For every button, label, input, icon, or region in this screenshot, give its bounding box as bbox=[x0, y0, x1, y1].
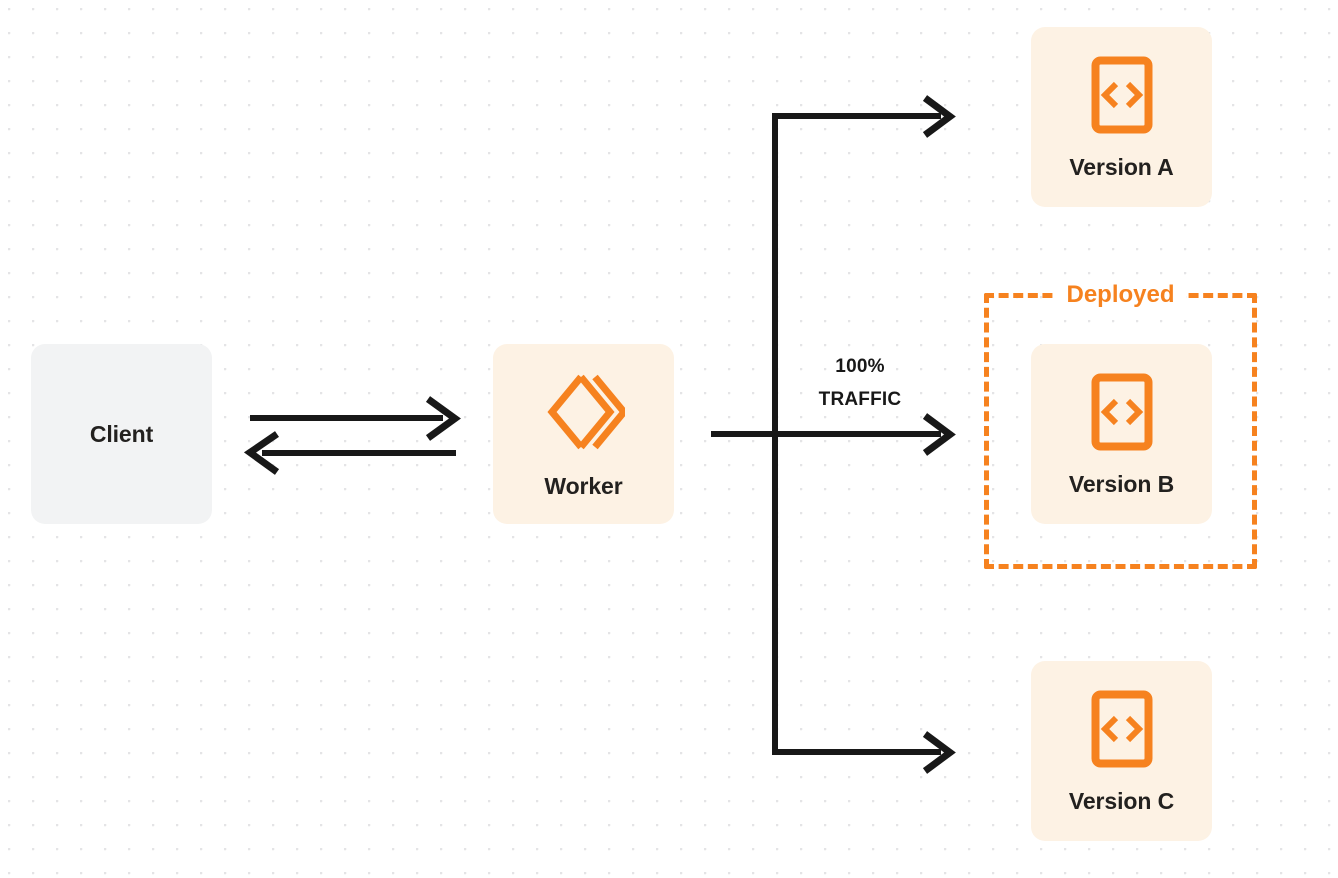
node-worker-label: Worker bbox=[544, 472, 623, 499]
arrowhead-version-b bbox=[922, 413, 956, 456]
group-deployed-label: Deployed bbox=[1055, 281, 1186, 309]
traffic-annotation: 100% TRAFFIC bbox=[782, 350, 938, 416]
node-version-c[interactable]: Version C bbox=[1031, 661, 1212, 841]
group-deployed: Deployed bbox=[984, 281, 1257, 569]
arrowhead-version-c bbox=[922, 731, 956, 774]
cloudflare-workers-logo-icon bbox=[543, 371, 629, 453]
arrowhead-version-a bbox=[922, 95, 956, 138]
code-brackets-icon bbox=[1091, 373, 1153, 451]
traffic-caption: TRAFFIC bbox=[818, 389, 902, 410]
code-brackets-icon bbox=[1091, 690, 1153, 768]
node-version-a-label: Version A bbox=[1069, 153, 1174, 180]
arrow-worker-to-versions-trunk bbox=[711, 113, 941, 755]
node-worker[interactable]: Worker bbox=[493, 344, 674, 524]
node-client[interactable]: Client bbox=[31, 344, 212, 524]
node-version-b[interactable]: Version B bbox=[1031, 344, 1212, 524]
node-version-a[interactable]: Version A bbox=[1031, 27, 1212, 207]
node-client-label: Client bbox=[89, 420, 154, 447]
arrow-client-to-worker bbox=[250, 396, 461, 441]
node-version-c-label: Version C bbox=[1068, 787, 1175, 814]
arrow-worker-to-client bbox=[243, 431, 456, 475]
node-version-b-label: Version B bbox=[1068, 470, 1175, 497]
code-brackets-icon bbox=[1091, 56, 1153, 134]
traffic-percent: 100% bbox=[835, 356, 885, 377]
